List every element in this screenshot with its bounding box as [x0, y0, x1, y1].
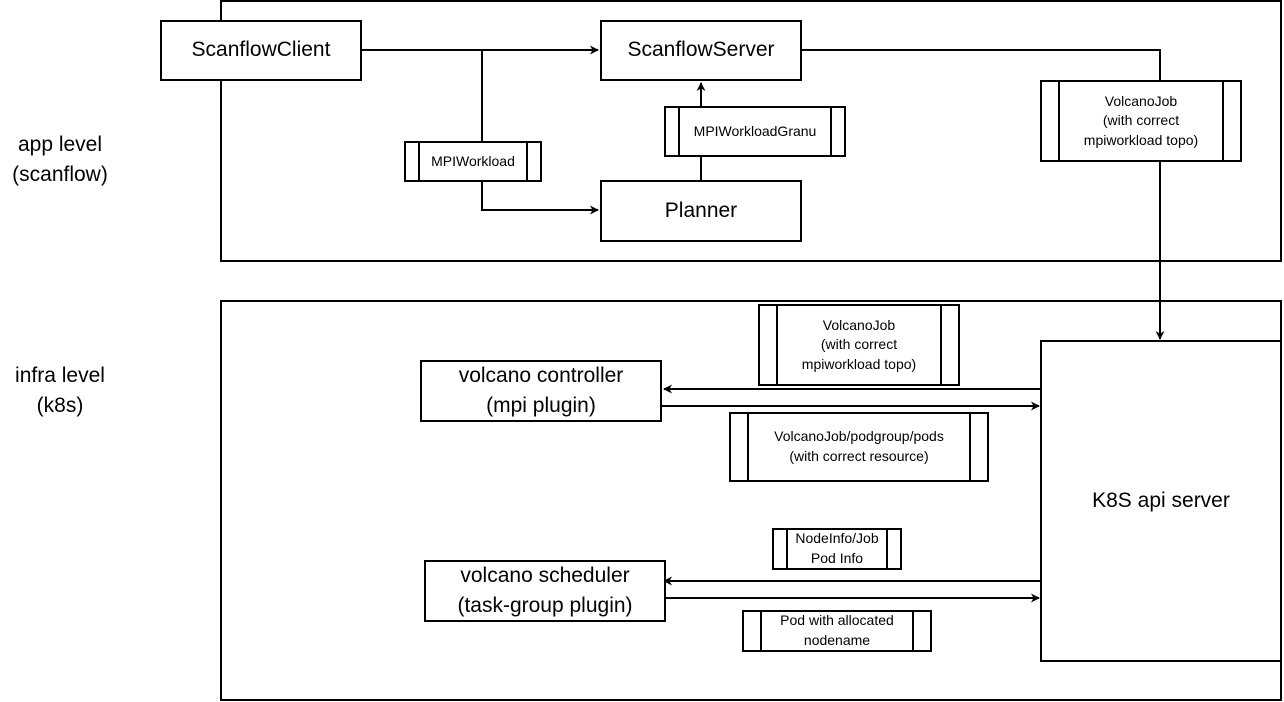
volcano-controller-node: volcano controller (mpi plugin) — [420, 360, 662, 422]
scanflow-server-node: ScanflowServer — [600, 20, 802, 81]
planner-node: Planner — [600, 180, 802, 242]
app-level-frame — [220, 0, 1282, 262]
k8s-api-server-node: K8S api server — [1040, 340, 1282, 662]
volcano-job-app-message: VolcanoJob (with correct mpiworkload top… — [1040, 80, 1242, 162]
mpi-workload-message: MPIWorkload — [404, 141, 542, 182]
pod-with-allocated-nodename-message: Pod with allocated nodename — [742, 610, 932, 652]
volcano-scheduler-node: volcano scheduler (task-group plugin) — [424, 560, 666, 622]
scanflow-client-node: ScanflowClient — [160, 20, 362, 81]
nodeinfo-job-pod-info-message: NodeInfo/Job Pod Info — [772, 528, 902, 570]
volcano-job-infra-message: VolcanoJob (with correct mpiworkload top… — [758, 304, 960, 386]
edge-server-to-k8s — [802, 49, 1161, 82]
edge-client-to-planner — [481, 50, 599, 215]
mpi-workload-granu-message: MPIWorkloadGranu — [664, 106, 846, 157]
volcano-job-podgroup-pods-message: VolcanoJob/podgroup/pods (with correct r… — [729, 412, 989, 482]
infra-level-label: infra level (k8s) — [15, 364, 105, 418]
app-level-label: app level (scanflow) — [12, 133, 108, 187]
